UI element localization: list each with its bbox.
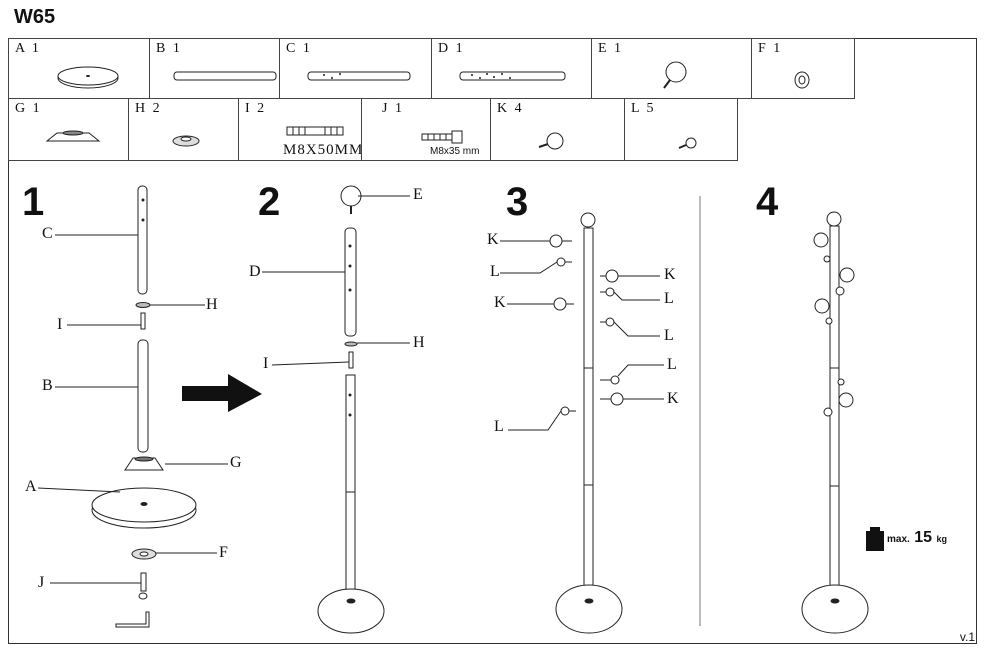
part-h-cell: H 2 — [128, 98, 239, 161]
step-1-number: 1 — [22, 180, 45, 224]
version-label: v.1 — [959, 630, 975, 644]
part-c-cell: C 1 — [279, 38, 432, 99]
step-3-number: 3 — [506, 180, 529, 224]
part-h-ring-icon — [172, 135, 200, 147]
weight-icon — [866, 527, 884, 551]
part-k-cell: K 4 — [490, 98, 625, 161]
step3-pole — [583, 227, 594, 601]
step-2-number: 2 — [258, 180, 281, 224]
part-a-base-icon — [57, 66, 119, 89]
part-j-screw-icon — [421, 130, 463, 144]
step2-bolt-i — [348, 351, 354, 369]
step3-label-l-3: L — [664, 290, 674, 307]
part-b-label: B 1 — [156, 41, 182, 56]
step1-label-h: H — [206, 296, 218, 313]
part-l-knob-icon — [678, 137, 697, 149]
step1-label-g: G — [230, 454, 242, 471]
part-d-cell: D 1 — [431, 38, 592, 99]
step2-base — [317, 588, 385, 634]
part-c-label: C 1 — [286, 41, 312, 56]
step1-label-b: B — [42, 377, 53, 394]
step3-label-k-4: K — [667, 390, 679, 407]
part-i-size: M8X50MM — [283, 142, 364, 158]
step2-label-d: D — [249, 263, 261, 280]
step2-label-i: I — [263, 355, 269, 372]
part-l-cell: L 5 — [624, 98, 738, 161]
step3-label-l-5: L — [667, 356, 677, 373]
part-g-collar-icon — [45, 130, 101, 142]
part-d-tube-icon — [459, 71, 566, 81]
step1-label-c: C — [42, 225, 53, 242]
part-e-label: E 1 — [598, 41, 624, 56]
step4-base — [801, 584, 869, 634]
part-g-cell: G 1 — [8, 98, 129, 161]
part-f-cell: F 1 — [751, 38, 855, 99]
part-i-label: I 2 — [245, 101, 267, 116]
step1-ring-h — [135, 302, 151, 308]
part-f-label: F 1 — [758, 41, 783, 56]
part-a-cell: A 1 — [8, 38, 150, 99]
part-j-size: M8x35 mm — [430, 146, 480, 157]
max-weight: max. 15 kg — [887, 529, 947, 547]
part-b-cell: B 1 — [149, 38, 280, 99]
part-l-label: L 5 — [631, 101, 656, 116]
step3-base — [555, 584, 623, 634]
step-4-number: 4 — [756, 180, 779, 224]
part-e-cell: E 1 — [591, 38, 752, 99]
max-weight-value: 15 — [914, 529, 933, 546]
part-k-label: K 4 — [497, 101, 524, 116]
step2-pole — [345, 374, 356, 601]
step1-screw-j — [140, 572, 147, 592]
step3-label-k-2: K — [494, 294, 506, 311]
step3-label-k-1: K — [487, 231, 499, 248]
part-f-washer-icon — [794, 71, 810, 89]
part-a-label: A 1 — [15, 41, 41, 56]
step3-label-k-3: K — [664, 266, 676, 283]
direction-arrow — [182, 374, 262, 412]
step4-top-ball — [826, 211, 842, 227]
part-e-ball-icon — [663, 61, 687, 89]
step2-ring-h — [344, 341, 358, 347]
part-k-knob-icon — [538, 132, 564, 150]
part-c-tube-icon — [307, 71, 411, 81]
step1-tube-b — [137, 339, 149, 453]
step1-label-i: I — [57, 316, 63, 333]
part-d-label: D 1 — [438, 41, 465, 56]
step1-tube-c — [137, 185, 148, 295]
step3-top-ball — [580, 212, 596, 228]
part-i-cell: I 2 M8X50MM — [238, 98, 362, 161]
step1-label-a: A — [25, 478, 37, 495]
step3-label-l-1: L — [490, 263, 500, 280]
step2-tube-d — [344, 227, 357, 337]
part-b-tube-icon — [173, 71, 277, 81]
part-j-label: J 1 — [382, 101, 404, 116]
step1-label-j: J — [38, 574, 45, 591]
part-h-label: H 2 — [135, 101, 162, 116]
model-title: W65 — [14, 6, 56, 28]
step1-label-f: F — [219, 544, 228, 561]
step3-label-l-2: L — [494, 418, 504, 435]
step1-collar-g — [124, 457, 164, 471]
step3-label-l-4: L — [664, 327, 674, 344]
step1-allen-key — [115, 611, 150, 628]
step2-label-h: H — [413, 334, 425, 351]
step2-label-e: E — [413, 186, 423, 203]
step1-bolt-i — [140, 312, 146, 330]
part-g-label: G 1 — [15, 101, 42, 116]
part-i-bolt-icon — [286, 126, 344, 136]
max-weight-unit: kg — [936, 534, 948, 544]
max-weight-prefix: max. — [887, 534, 910, 545]
